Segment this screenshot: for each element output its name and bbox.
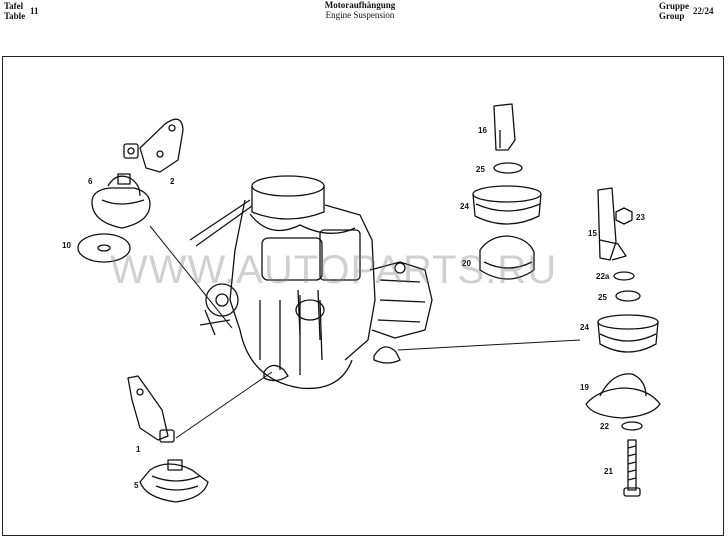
callout-2: 2 [170, 177, 175, 186]
part-23-nut [615, 207, 633, 225]
callout-labels: 1 2 5 6 10 16 25 24 20 15 23 22a 25 24 1… [62, 126, 645, 490]
part-16-bracket [493, 103, 516, 151]
callout-5: 5 [134, 481, 139, 490]
callout-6: 6 [88, 177, 93, 186]
callout-20: 20 [462, 259, 471, 268]
part-22-washer [621, 421, 643, 431]
callout-22: 22 [600, 422, 609, 431]
callout-24-top: 24 [460, 202, 469, 211]
callout-24-right: 24 [580, 323, 589, 332]
leader-lines [149, 225, 581, 439]
part-5-mount [139, 459, 209, 503]
callout-10: 10 [62, 241, 71, 250]
callout-19: 19 [580, 383, 589, 392]
page-title-en: Engine Suspension [325, 10, 395, 20]
callout-1: 1 [136, 445, 141, 454]
callout-21: 21 [604, 467, 613, 476]
part-22a-washer [613, 271, 635, 281]
callout-23: 23 [636, 213, 645, 222]
part-24-rubber-top [472, 185, 542, 225]
part-1-bracket [127, 375, 175, 443]
table-label-de: Tafel [4, 1, 24, 11]
group-label-de: Gruppe [659, 1, 690, 11]
part-15-bracket [597, 187, 627, 261]
table-number: 11 [30, 6, 39, 16]
part-25-washer-right [615, 290, 641, 302]
part-2-bracket [123, 118, 184, 173]
part-20-mount [479, 235, 535, 280]
engine-block-drawing [189, 175, 433, 390]
engine-mount-rear [373, 346, 401, 364]
callout-16: 16 [478, 126, 487, 135]
part-10-washer [77, 233, 131, 263]
callout-25-top: 25 [476, 165, 485, 174]
group-number: 22/24 [693, 6, 714, 16]
part-21-bolt [623, 439, 641, 497]
callout-25-right: 25 [598, 293, 607, 302]
part-25-washer-top [493, 162, 523, 174]
page-title: Motoraufhängung Engine Suspension [310, 0, 410, 20]
callout-15: 15 [588, 229, 597, 238]
callout-22a: 22a [596, 272, 610, 281]
diagram-frame [2, 56, 724, 536]
table-label: Tafel Table [4, 1, 25, 21]
part-24-rubber-right [597, 314, 659, 353]
group-label: Gruppe Group [659, 1, 689, 21]
group-label-en: Group [659, 11, 685, 21]
table-label-en: Table [4, 11, 26, 21]
part-19-mount [585, 373, 661, 419]
part-6-mount [91, 173, 151, 229]
engine-mount-front [263, 364, 289, 382]
watermark: WWW.AUTOPARTS.RU [110, 248, 558, 292]
page-title-de: Motoraufhängung [324, 0, 396, 10]
